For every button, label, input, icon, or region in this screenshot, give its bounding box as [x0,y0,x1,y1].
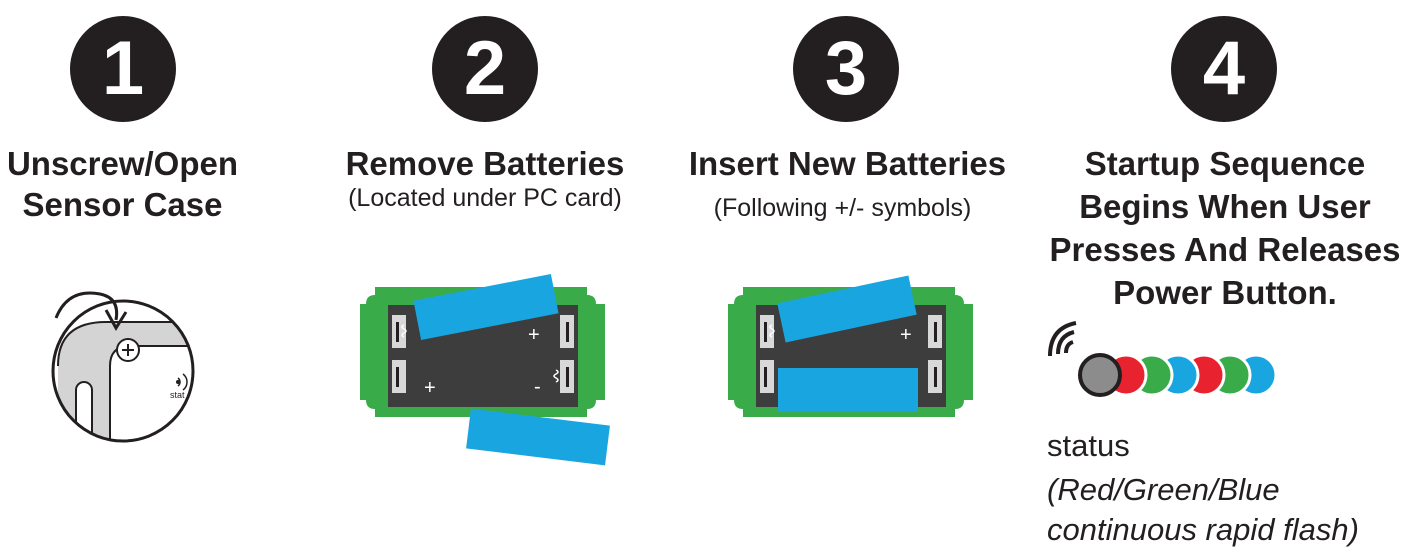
insert-batteries-illustration: + [728,265,978,445]
led-flash-sequence-icon [1048,321,1278,397]
unscrew-case-icon: stat [51,291,195,443]
led-gray-1 [1078,353,1122,397]
case-status-label: stat [170,390,185,400]
status-label: status [1047,428,1130,463]
step-3-number-badge: 3 [793,16,899,122]
step-4-title-line-3: Presses And Releases [1049,231,1401,268]
status-led-sequence [1048,318,1283,403]
remove-batteries-illustration: + + - [360,265,615,475]
status-note-line-2: continuous rapid flash) [1047,512,1359,547]
step-3-title-line-1: Insert New Batteries [688,145,1007,182]
step-4-number-badge: 4 [1171,16,1277,122]
step-4-title: Startup Sequence Begins When User Presse… [1040,142,1409,314]
step-1-title-line-1: Unscrew/Open [6,145,239,182]
status-note-line-1: (Red/Green/Blue [1047,472,1280,507]
holder-minus-bottom: - [534,376,541,398]
holder-plus-top-3: + [900,324,912,346]
holder-plus-bottom: + [424,377,436,399]
holder-plus-top: + [528,324,540,346]
step-4-title-line-2: Begins When User [1079,188,1371,225]
step-1-title: Unscrew/Open Sensor Case [0,143,245,225]
battery-holder-removing-icon: + + - [360,274,610,466]
step-2-subtitle: (Located under PC card) [348,184,622,212]
sensor-case-illustration: stat [38,284,203,444]
status-flash-note: (Red/Green/Blue continuous rapid flash) [1047,470,1359,550]
step-3-title: Insert New Batteries [675,143,1020,184]
step-2-title: Remove Batteries [320,143,650,184]
step-1-number-badge: 1 [70,16,176,122]
step-3-subtitle: (Following +/- symbols) [713,194,972,222]
step-1-title-line-2: Sensor Case [22,186,223,223]
step-4-title-line-4: Power Button. [1113,274,1337,311]
battery-holder-inserting-icon: + [728,275,973,417]
step-2-title-line-1: Remove Batteries [345,145,625,182]
step-4-title-line-1: Startup Sequence [1084,145,1366,182]
step-2-number-badge: 2 [432,16,538,122]
